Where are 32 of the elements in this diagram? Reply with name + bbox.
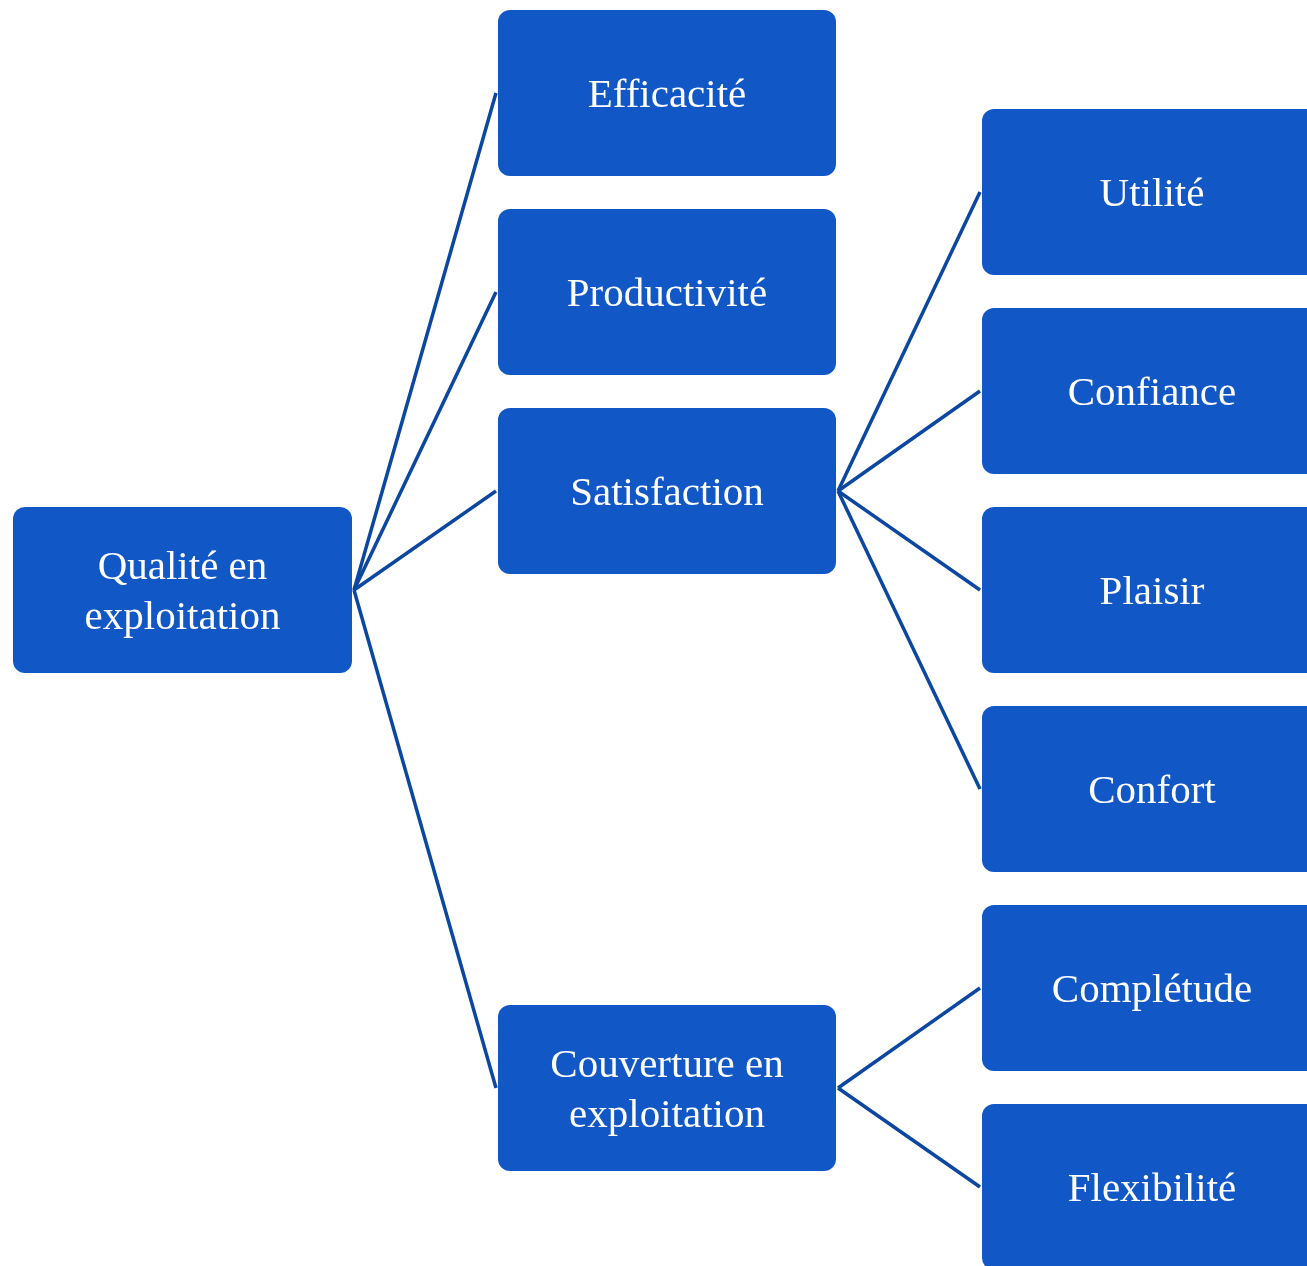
box-label: Plaisir [1099,566,1205,615]
category-box [13,507,352,673]
connector-line [837,1086,981,1189]
connector-line [353,489,497,592]
category-box [982,1104,1307,1266]
connector-line [837,389,981,493]
box-label: Couverture en exploitation [549,1039,785,1138]
category-box [498,1005,836,1171]
box-label: Complétude [1051,964,1253,1013]
category-box [982,507,1307,673]
category-box [498,209,836,375]
box-label: Confort [1088,765,1216,814]
category-box [982,308,1307,474]
connector-line [352,589,498,1089]
category-box [982,109,1307,275]
connector-line [836,191,982,492]
box-label: Satisfaction [570,467,764,516]
box-label: Qualité en exploitation [83,541,282,640]
category-box [498,10,836,176]
category-box [982,706,1307,872]
connector-line [837,489,981,592]
box-label: Flexibilité [1067,1163,1237,1212]
category-box [498,408,836,574]
category-box [982,905,1307,1071]
box-label: Efficacité [587,69,747,118]
box-label: Confiance [1067,367,1237,416]
connector-line [352,291,498,591]
box-label: Utilité [1099,168,1205,217]
connector-line [352,92,498,591]
connector-line [836,490,982,790]
connector-line [837,986,981,1090]
box-label: Productivité [566,268,768,317]
